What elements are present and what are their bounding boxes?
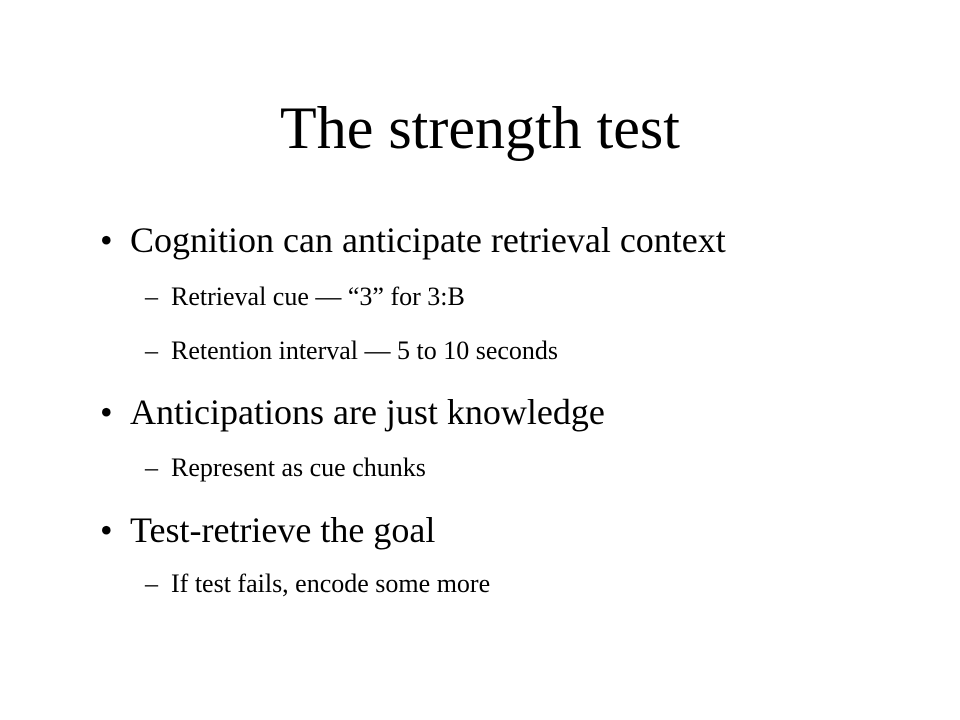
bullet-text: Test-retrieve the goal (130, 510, 436, 550)
sub-bullet-marker: – (145, 336, 158, 365)
bullet-text: Anticipations are just knowledge (130, 392, 605, 432)
slide-title: The strength test (280, 95, 680, 161)
bullet-marker: • (100, 510, 113, 550)
sub-bullet-text: Retention interval — 5 to 10 seconds (171, 336, 559, 365)
sub-bullet-marker: – (145, 569, 158, 598)
bullet-text: Cognition can anticipate retrieval conte… (130, 220, 726, 260)
sub-bullet-marker: – (145, 453, 158, 482)
bullet-marker: • (100, 392, 113, 432)
sub-bullet-marker: – (145, 282, 158, 311)
sub-bullet-text: Retrieval cue — “3” for 3:B (171, 282, 465, 311)
bullet-marker: • (100, 220, 113, 260)
sub-bullet-text: If test fails, encode some more (171, 569, 491, 598)
sub-bullet-text: Represent as cue chunks (171, 453, 426, 482)
